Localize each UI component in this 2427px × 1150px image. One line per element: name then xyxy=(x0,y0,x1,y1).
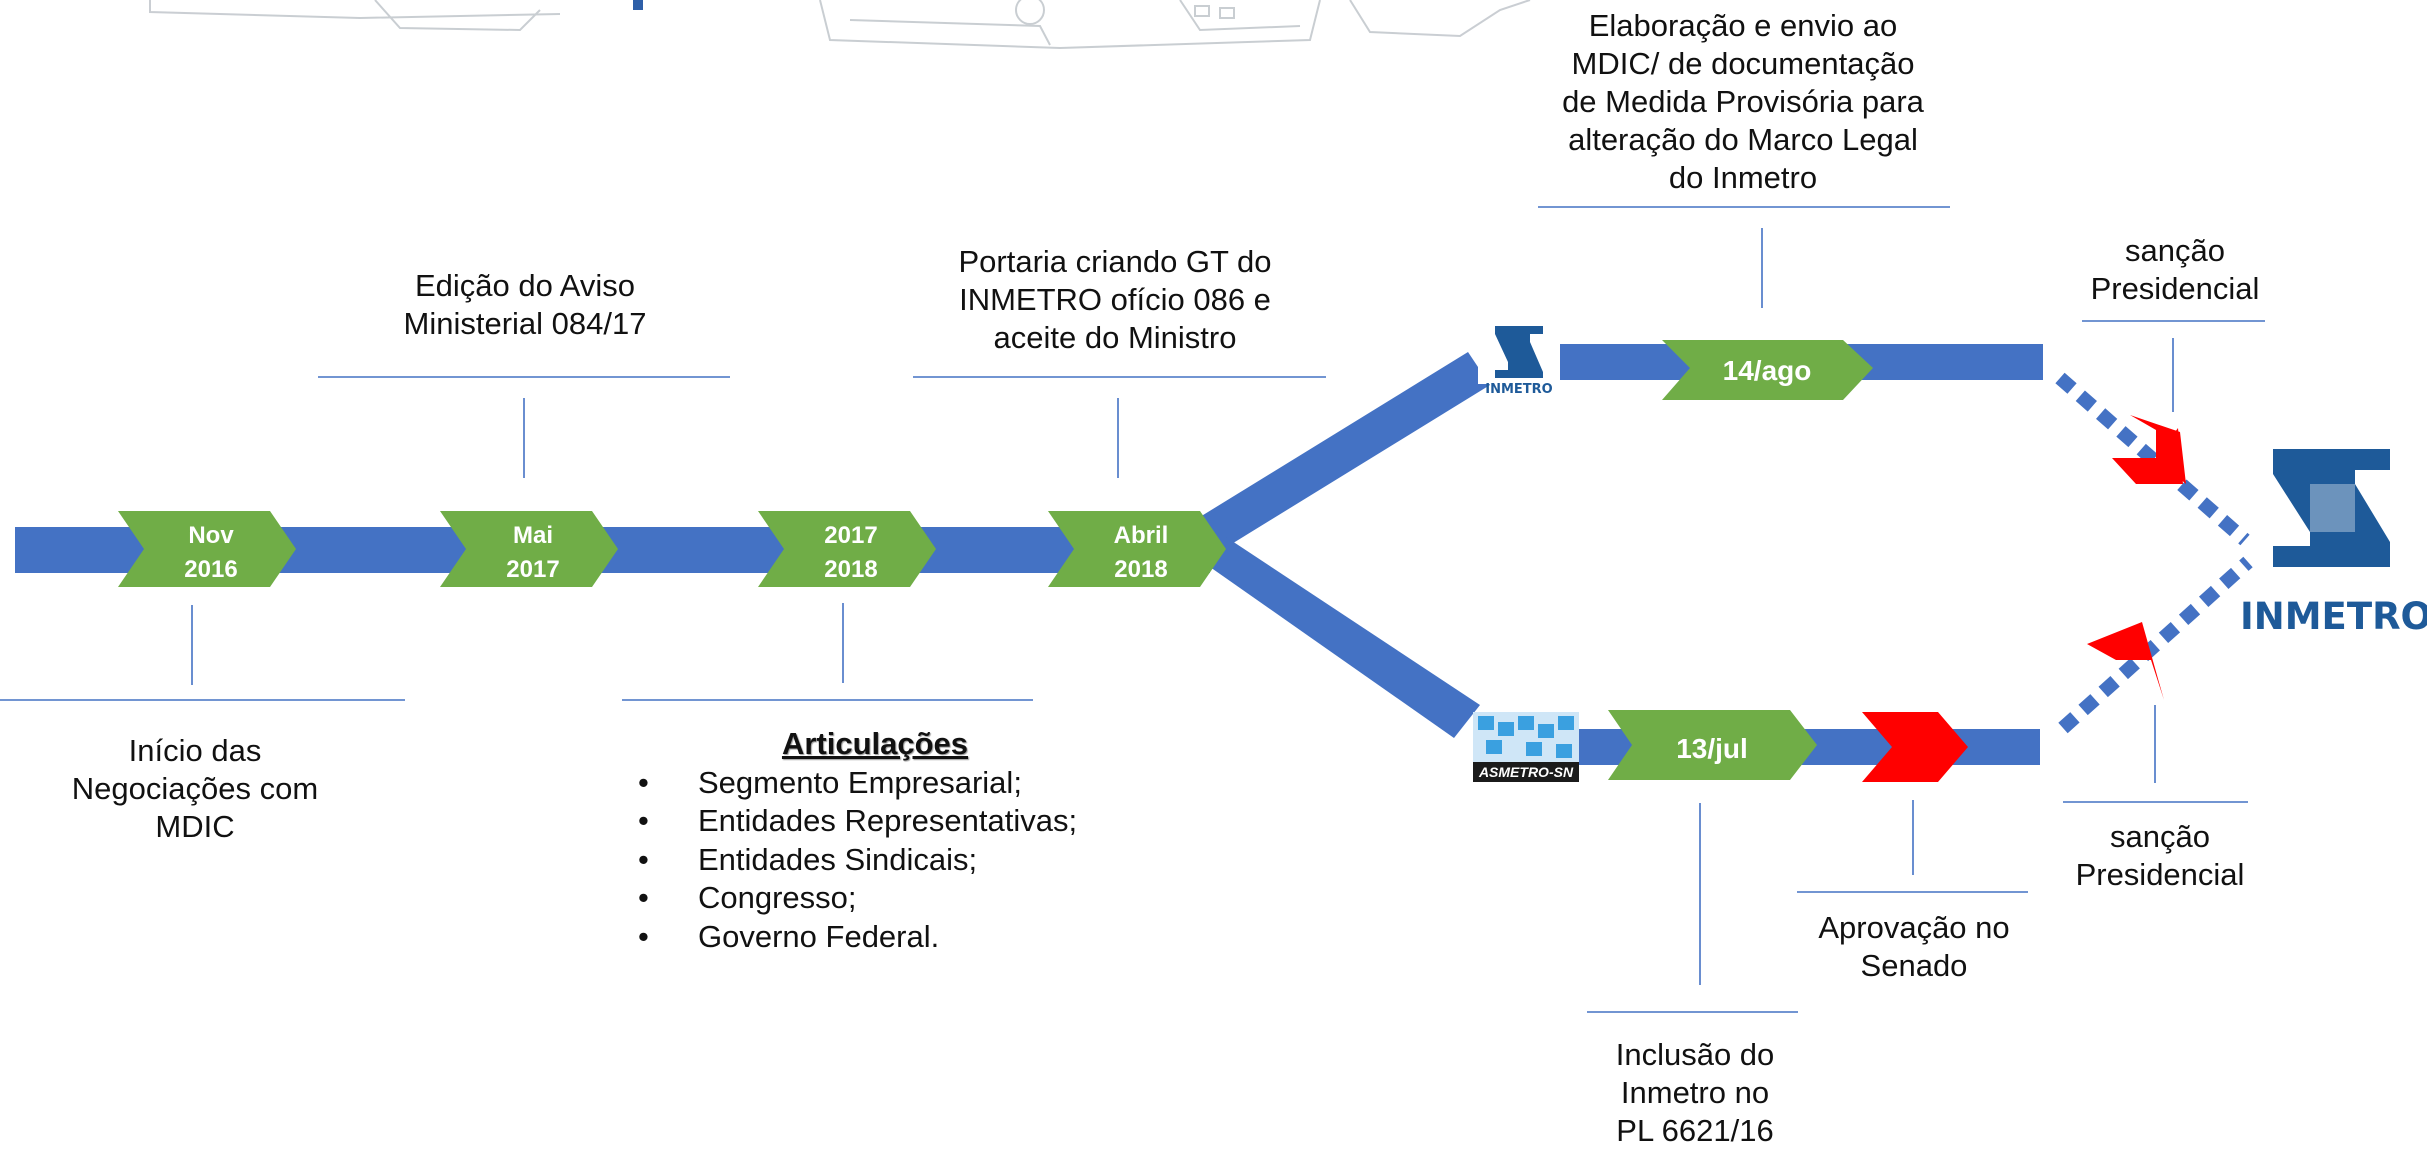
lower-date-label: 13/jul xyxy=(1676,733,1748,764)
building-sketch-accent xyxy=(633,0,643,10)
red-arrow-upper xyxy=(2112,428,2183,484)
milestone-line1: Abril xyxy=(1114,522,1169,549)
lower-date-marker: 13/jul xyxy=(1608,710,1817,780)
milestone-line2: 2018 xyxy=(1114,556,1167,583)
articulacoes-item: Segmento Empresarial; xyxy=(630,764,1120,803)
upper-date-label: 14/ago xyxy=(1723,355,1812,386)
asmetro-logo-mark xyxy=(1473,712,1579,764)
lower-branch-track xyxy=(1200,537,1480,738)
inmetro-small-logo-mark xyxy=(1478,322,1560,384)
asmetro-logo: ASMETRO-SN xyxy=(1473,710,1579,782)
label-aprovacao: Aprovação no Senado xyxy=(1818,910,2010,983)
label-inclusao: Inclusão do Inmetro no PL 6621/16 xyxy=(1615,1037,1775,1148)
label-sancao-top: sanção Presidencial xyxy=(2090,233,2260,306)
milestone-marker: Mai 2017 xyxy=(440,511,618,587)
label-portaria: Portaria criando GT do INMETRO ofício 08… xyxy=(958,244,1272,355)
milestone-line2: 2017 xyxy=(506,556,559,583)
label-elaboracao: Elaboração e envio ao MDIC/ de documenta… xyxy=(1562,8,1924,195)
milestone-chevron xyxy=(758,511,936,587)
milestone-chevron xyxy=(1048,511,1226,587)
articulacoes-item: Congresso; xyxy=(630,879,1120,918)
building-sketch-decoration xyxy=(149,0,1531,50)
label-nov2016: Início das Negociações com MDIC xyxy=(71,733,319,844)
milestone-line1: Mai xyxy=(513,522,553,549)
milestone-chevron xyxy=(118,511,296,587)
milestone-marker: Abril 2018 xyxy=(1048,511,1226,587)
milestone-line1: 2017 xyxy=(824,522,877,549)
articulacoes-item: Entidades Representativas; xyxy=(630,802,1120,841)
lower-dotted-path xyxy=(2058,556,2253,734)
lower-date-chevron xyxy=(1608,710,1817,780)
articulacoes-title: Articulações xyxy=(781,726,969,761)
inmetro-big-logo: INMETRO xyxy=(2240,445,2427,638)
callout-lines xyxy=(0,206,2265,1013)
articulacoes-item: Entidades Sindicais; xyxy=(630,841,1120,880)
milestone-chevron xyxy=(440,511,618,587)
label-sancao-bottom: sanção Presidencial xyxy=(2075,819,2245,892)
articulacoes-item: Governo Federal. xyxy=(630,918,1120,957)
inmetro-big-logo-text: INMETRO xyxy=(2240,595,2427,638)
inmetro-big-logo-mark xyxy=(2273,449,2390,567)
milestone-line2: 2016 xyxy=(184,556,237,583)
milestone-marker: Nov 2016 xyxy=(118,511,296,587)
milestone-markers: Nov 2016 Mai 2017 2017 2018 Abril 2018 xyxy=(118,511,1226,587)
inmetro-small-logo: INMETRO xyxy=(1478,322,1560,402)
red-arrow-lower xyxy=(2087,622,2164,700)
articulacoes-block: Articulações Segmento Empresarial;Entida… xyxy=(630,725,1120,956)
inmetro-small-logo-text: INMETRO xyxy=(1485,382,1553,397)
milestone-line2: 2018 xyxy=(824,556,877,583)
red-arrow-upper-tip xyxy=(2130,415,2186,484)
milestone-line1: Nov xyxy=(188,522,234,549)
milestone-marker: 2017 2018 xyxy=(758,511,936,587)
label-mai2017: Edição do Aviso Ministerial 084/17 xyxy=(403,268,647,341)
upper-date-chevron xyxy=(1662,340,1873,400)
articulacoes-list: Segmento Empresarial;Entidades Represent… xyxy=(630,764,1120,957)
red-arrow-senado xyxy=(1862,712,1968,782)
asmetro-logo-text: ASMETRO-SN xyxy=(1473,762,1579,782)
upper-date-marker: 14/ago xyxy=(1662,340,1873,400)
upper-branch-track xyxy=(1195,352,1490,553)
